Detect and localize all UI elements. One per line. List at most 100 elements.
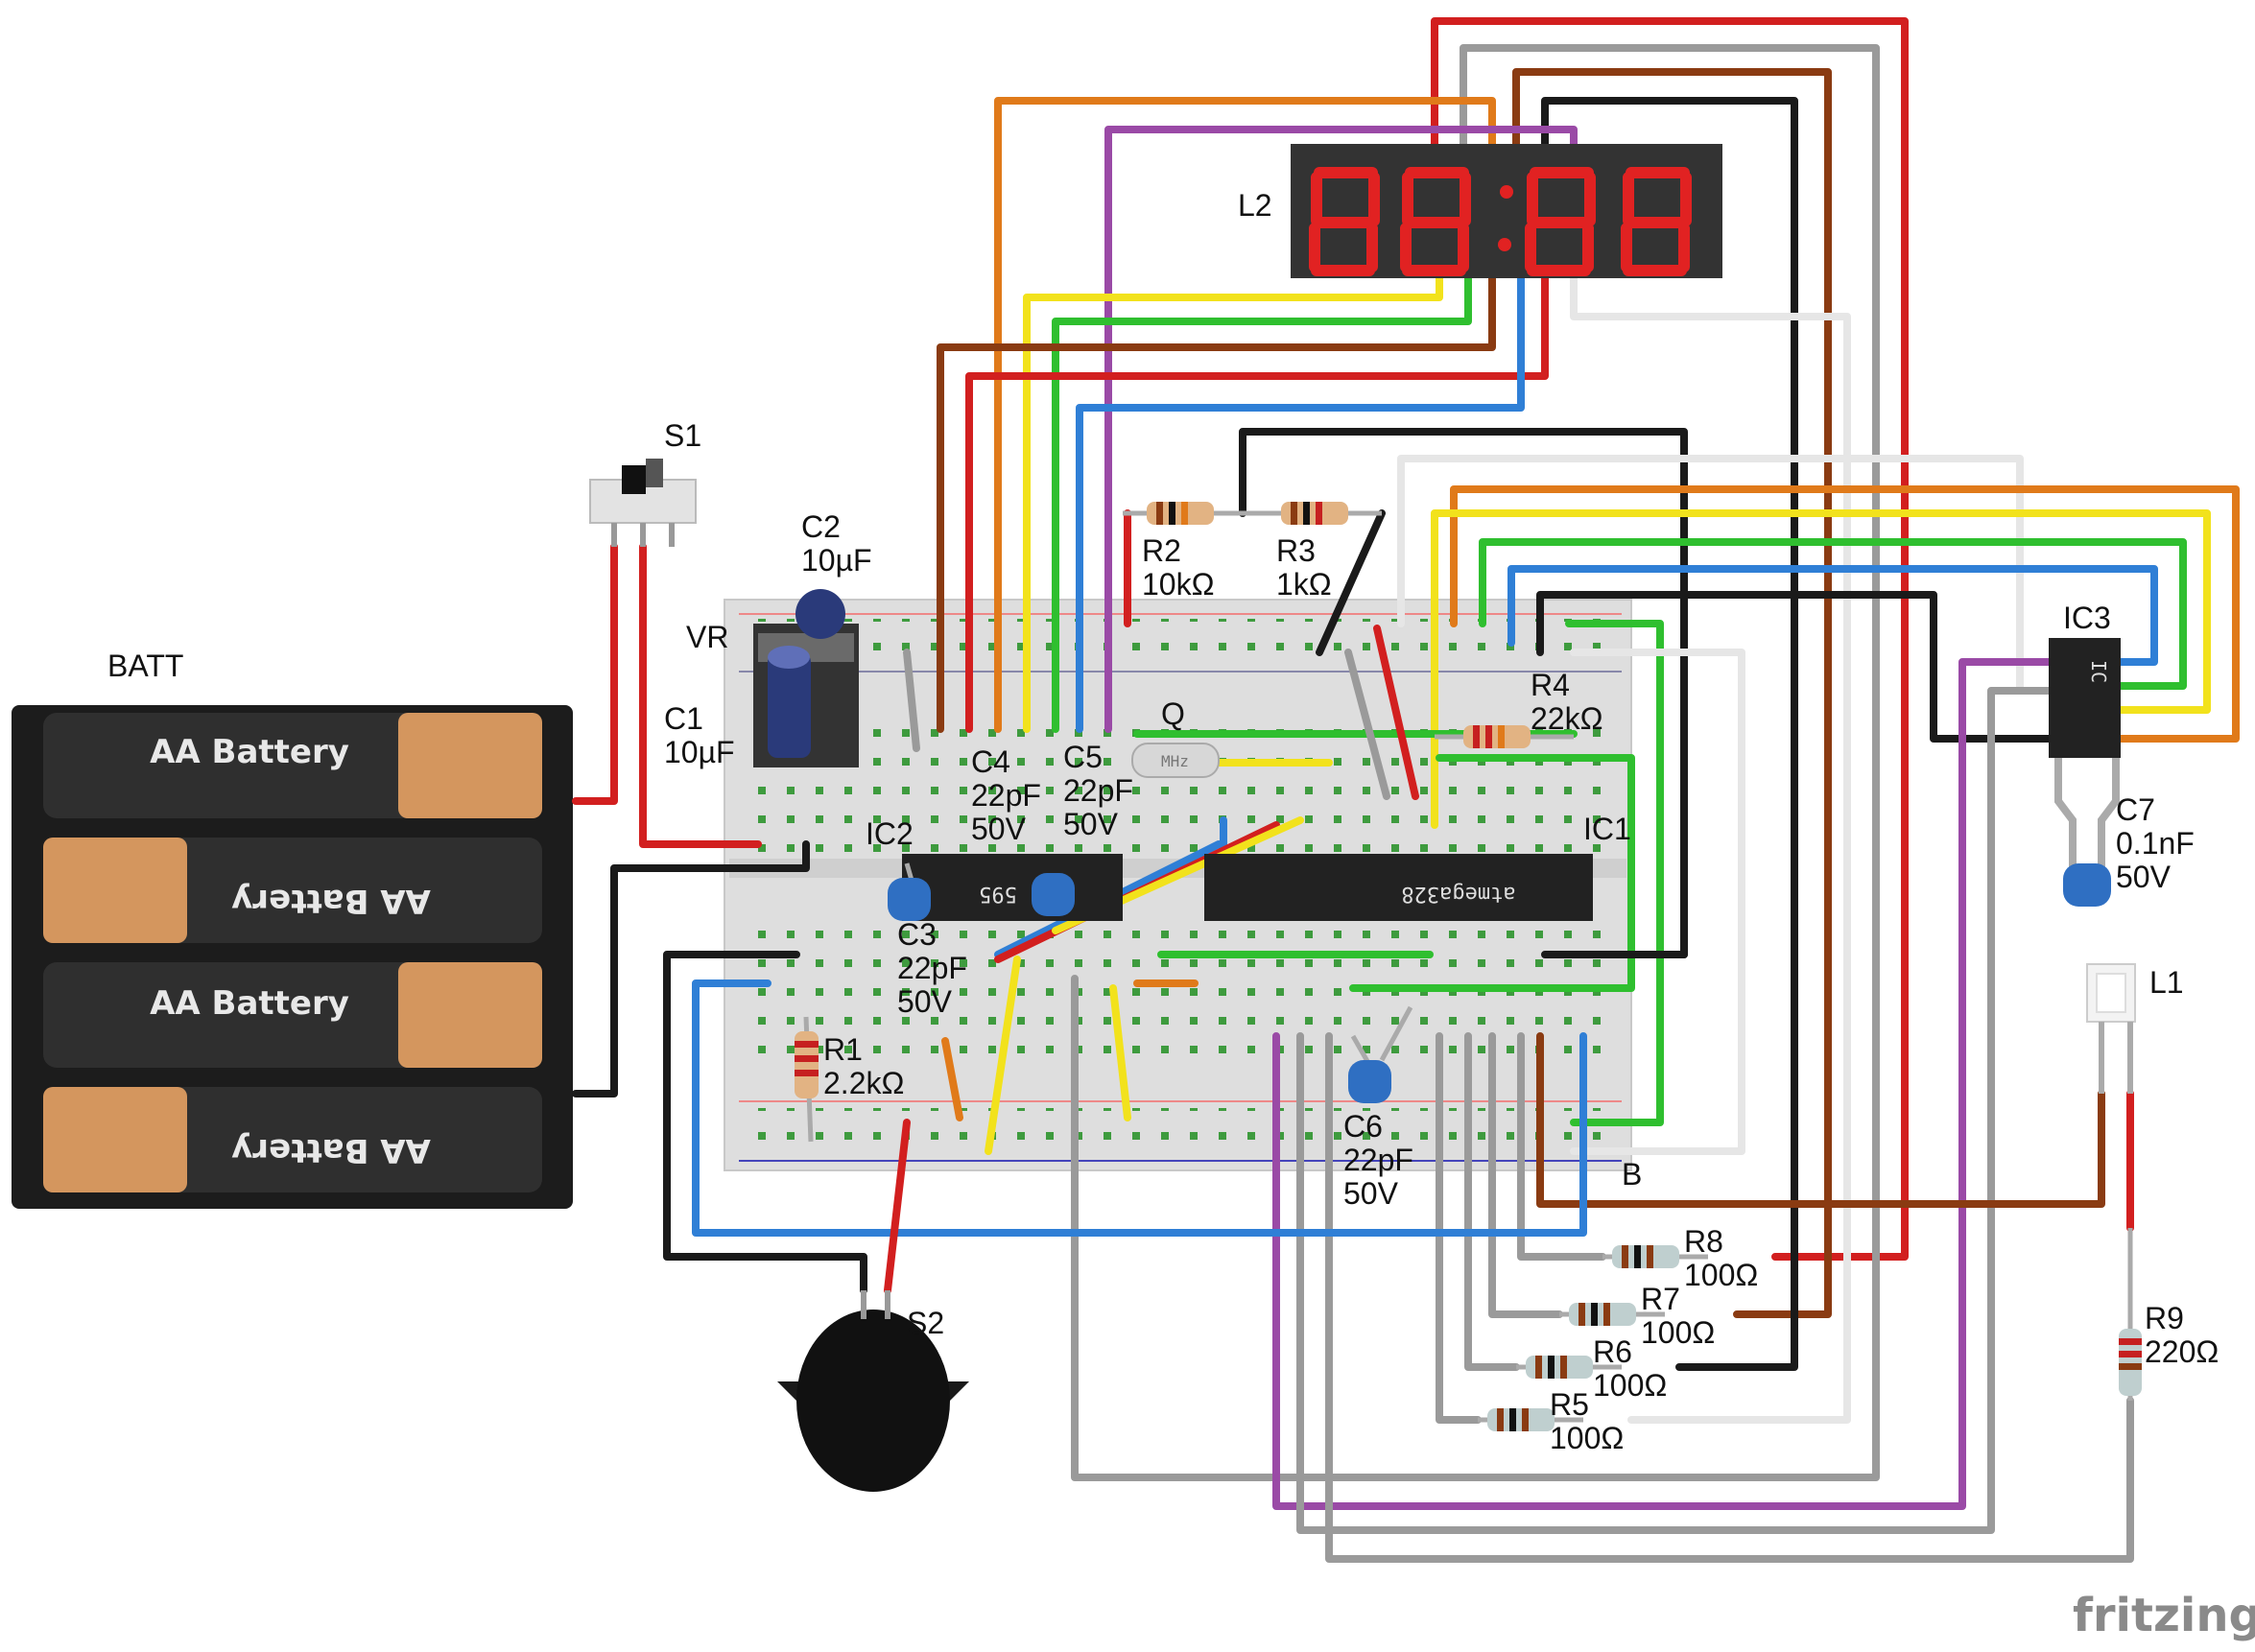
capacitor-c1 <box>768 652 811 758</box>
battery-4: AA Battery <box>43 1087 542 1192</box>
wire-brown <box>937 265 1496 733</box>
wire-black <box>1536 591 2053 743</box>
label-c7-voltage: 50V <box>2116 860 2172 894</box>
resistor-r9 <box>2119 1228 2142 1401</box>
wire-red <box>572 543 618 805</box>
label-vr: VR <box>686 620 728 654</box>
label-c3: C3 <box>897 917 937 952</box>
label-r7-value: 100Ω <box>1641 1315 1715 1350</box>
label-l1: L1 <box>2149 965 2184 1000</box>
resistor-r1 <box>795 1016 819 1143</box>
resistor-r8 <box>1602 1245 1708 1268</box>
labels: BATT S1 S2 VR C1 10µF C2 10µF IC2 C3 22p… <box>107 188 2219 1455</box>
wire-red <box>639 543 762 848</box>
label-c4-voltage: 50V <box>971 812 1027 846</box>
label-c1: C1 <box>664 701 703 736</box>
wire-purple <box>1104 126 1578 733</box>
wire-white <box>1570 265 1851 1424</box>
display-l2 <box>1291 144 1722 278</box>
battery-label: AA Battery <box>231 1131 431 1169</box>
wire-white <box>1570 649 1745 1155</box>
battery-label: AA Battery <box>150 984 349 1023</box>
battery-label: AA Battery <box>231 882 431 920</box>
wire-red <box>965 265 1549 733</box>
push-button-s2[interactable] <box>777 1290 969 1492</box>
wire-orange <box>1450 485 2240 743</box>
label-r5: R5 <box>1550 1387 1589 1422</box>
wire-black <box>1316 509 1386 656</box>
battery-pack: AA Battery AA Battery AA Battery AA Batt… <box>12 705 573 1209</box>
wire-black <box>1541 97 1798 1371</box>
fritzing-watermark: fritzing <box>2073 1589 2255 1642</box>
switch-s1[interactable] <box>589 459 697 547</box>
chip-ic2-label: 595 <box>979 882 1017 906</box>
label-r4-value: 22kΩ <box>1531 701 1603 736</box>
label-r7: R7 <box>1641 1282 1680 1316</box>
wire-red <box>1373 625 1419 800</box>
label-r2: R2 <box>1142 533 1181 568</box>
wire-grey <box>1296 687 2053 1534</box>
label-c6: C6 <box>1343 1109 1383 1144</box>
wire-orange <box>994 97 1496 733</box>
wire-green <box>1479 538 2187 690</box>
label-r4: R4 <box>1531 668 1570 702</box>
wire-white <box>1397 455 2024 695</box>
label-c2: C2 <box>801 509 841 544</box>
battery-label: AA Battery <box>150 733 349 771</box>
label-r8: R8 <box>1684 1224 1723 1259</box>
label-r6-value: 100Ω <box>1593 1368 1667 1403</box>
label-c5-voltage: 50V <box>1063 807 1119 841</box>
capacitor-c3 <box>888 862 931 921</box>
wire-red <box>1431 17 1909 1261</box>
label-c7: C7 <box>2116 792 2155 827</box>
wire-grey <box>1325 1032 2134 1563</box>
label-r8-value: 100Ω <box>1684 1258 1758 1292</box>
wire-grey <box>903 649 920 752</box>
wire-yellow <box>1431 509 2211 829</box>
wire-blue <box>1507 565 2158 666</box>
label-c4-value: 22pF <box>971 778 1041 813</box>
wire-grey <box>1344 649 1390 800</box>
wire-grey <box>1464 1032 1520 1371</box>
battery-1: AA Battery <box>43 713 542 818</box>
label-c3-voltage: 50V <box>897 984 953 1019</box>
wires <box>572 17 2240 1563</box>
wire-yellow <box>1109 984 1131 1121</box>
label-batt: BATT <box>107 649 183 683</box>
label-c5-value: 22pF <box>1063 773 1133 808</box>
wire-yellow <box>985 956 1021 1155</box>
label-c6-voltage: 50V <box>1343 1176 1399 1211</box>
wire-brown <box>1536 1032 2105 1208</box>
label-c2-value: 10µF <box>801 543 872 578</box>
label-r5-value: 100Ω <box>1550 1421 1624 1455</box>
battery-3: AA Battery <box>43 962 542 1068</box>
chip-ic1-label: atmega328 <box>1401 882 1515 906</box>
label-c4: C4 <box>971 744 1010 779</box>
label-s1: S1 <box>664 418 701 453</box>
wire-red <box>884 1119 911 1294</box>
label-r9-value: 220Ω <box>2145 1334 2219 1369</box>
label-r3-value: 1kΩ <box>1276 567 1332 602</box>
battery-2: AA Battery <box>43 838 542 943</box>
label-c5: C5 <box>1063 740 1103 774</box>
label-c6-value: 22pF <box>1343 1143 1413 1177</box>
label-r2-value: 10kΩ <box>1142 567 1215 602</box>
led-l1 <box>2086 963 2136 1094</box>
chip-ic1: atmega328 <box>1204 854 1593 921</box>
wire-blue <box>692 979 1587 1237</box>
wire-black <box>663 951 867 1294</box>
resistor-r3 <box>1247 502 1382 525</box>
chip-ic3: IC <box>2049 638 2121 758</box>
label-r1-value: 2.2kΩ <box>823 1066 904 1100</box>
label-l2: L2 <box>1238 188 1272 223</box>
label-c1-value: 10µF <box>664 735 735 769</box>
wire-grey <box>1436 1032 1482 1424</box>
label-r1: R1 <box>823 1032 863 1067</box>
wire-green <box>1349 754 1635 992</box>
wire-grey <box>1071 44 1880 1481</box>
label-b: B <box>1622 1157 1642 1192</box>
label-ic3: IC3 <box>2063 601 2111 635</box>
crystal-label: MHz <box>1161 752 1189 770</box>
label-r6: R6 <box>1593 1334 1632 1369</box>
